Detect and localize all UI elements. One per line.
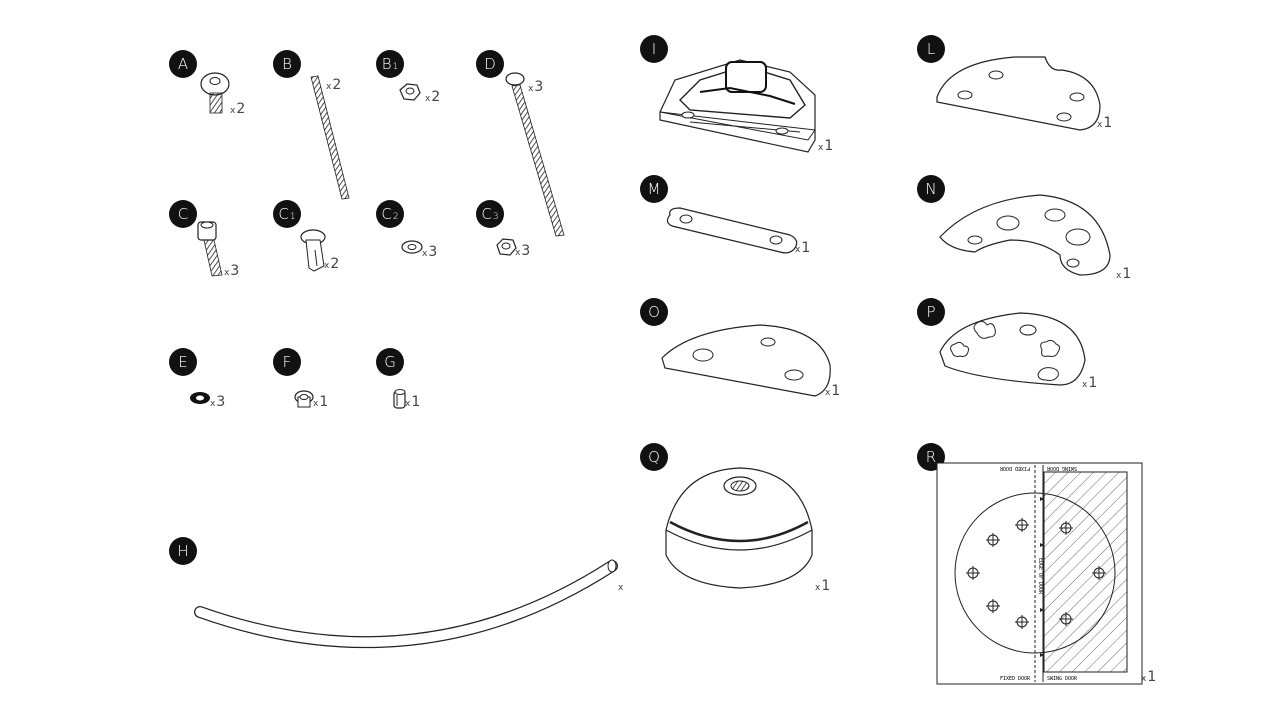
part-l-plate [936,56,1101,131]
part-b-threaded-rod [310,75,350,200]
badge-p: P [917,298,945,326]
qty-a: x2 [230,101,246,117]
badge-h: H [169,537,197,565]
badge-f: F [273,348,301,376]
qty-p: x1 [1082,375,1098,391]
qty-b: x2 [326,77,342,93]
qty-c1: x2 [324,256,340,272]
qty-c3: x3 [515,243,531,259]
qty-m: x1 [795,240,811,256]
badge-d: D [476,50,504,78]
qty-i: x1 [818,138,834,154]
part-i-bracket [659,59,816,153]
qty-d: x3 [528,79,544,95]
template-label-fixed-bottom: FIXED DOOR [1000,676,1031,682]
qty-f: x1 [313,394,329,410]
part-q-dome [665,467,813,589]
qty-c: x3 [224,263,240,279]
part-m-strap [666,207,798,254]
badge-e: E [169,348,197,376]
badge-c: C [169,200,197,228]
qty-r: x1 [1141,669,1157,685]
badge-n: N [917,175,945,203]
part-r-template: FIXED DOOR SWING DOOR EDGE OF DOOR FIXED… [936,462,1143,685]
part-e-washer [190,392,210,404]
template-label-edge: EDGE OF DOOR [1037,558,1043,595]
badge-m: M [640,175,668,203]
qty-h: x [618,583,624,593]
qty-g: x1 [405,394,421,410]
part-c-cap-screw [197,221,223,277]
part-d-long-bolt [505,72,565,237]
qty-q: x1 [815,578,831,594]
qty-o: x1 [825,383,841,399]
qty-l: x1 [1097,115,1113,131]
template-label-swing-top: SWING DOOR [1046,465,1077,471]
part-c2-washer [401,240,423,254]
part-c1-insert [300,229,326,272]
qty-n: x1 [1116,266,1132,282]
part-h-tube [194,559,618,649]
badge-l: L [917,35,945,63]
qty-e: x3 [210,394,226,410]
qty-b1: x2 [425,89,441,105]
template-label-fixed-top: FIXED DOOR [999,465,1030,471]
qty-c2: x3 [422,244,438,260]
part-b1-nut [399,83,421,101]
part-f-bushing [294,390,314,408]
badge-o: O [640,298,668,326]
badge-g: G [376,348,404,376]
part-o-half-plate [661,324,831,397]
badge-i: I [640,35,668,63]
part-g-spacer [393,389,406,409]
badge-a: A [169,50,197,78]
template-label-swing-bottom: SWING DOOR [1047,676,1078,682]
part-a-screw [200,72,230,114]
part-c3-nut [496,238,517,256]
badge-q: Q [640,443,668,471]
badge-b: B [273,50,301,78]
part-n-curved-plate [939,194,1111,276]
part-p-clover-plate [939,312,1086,386]
